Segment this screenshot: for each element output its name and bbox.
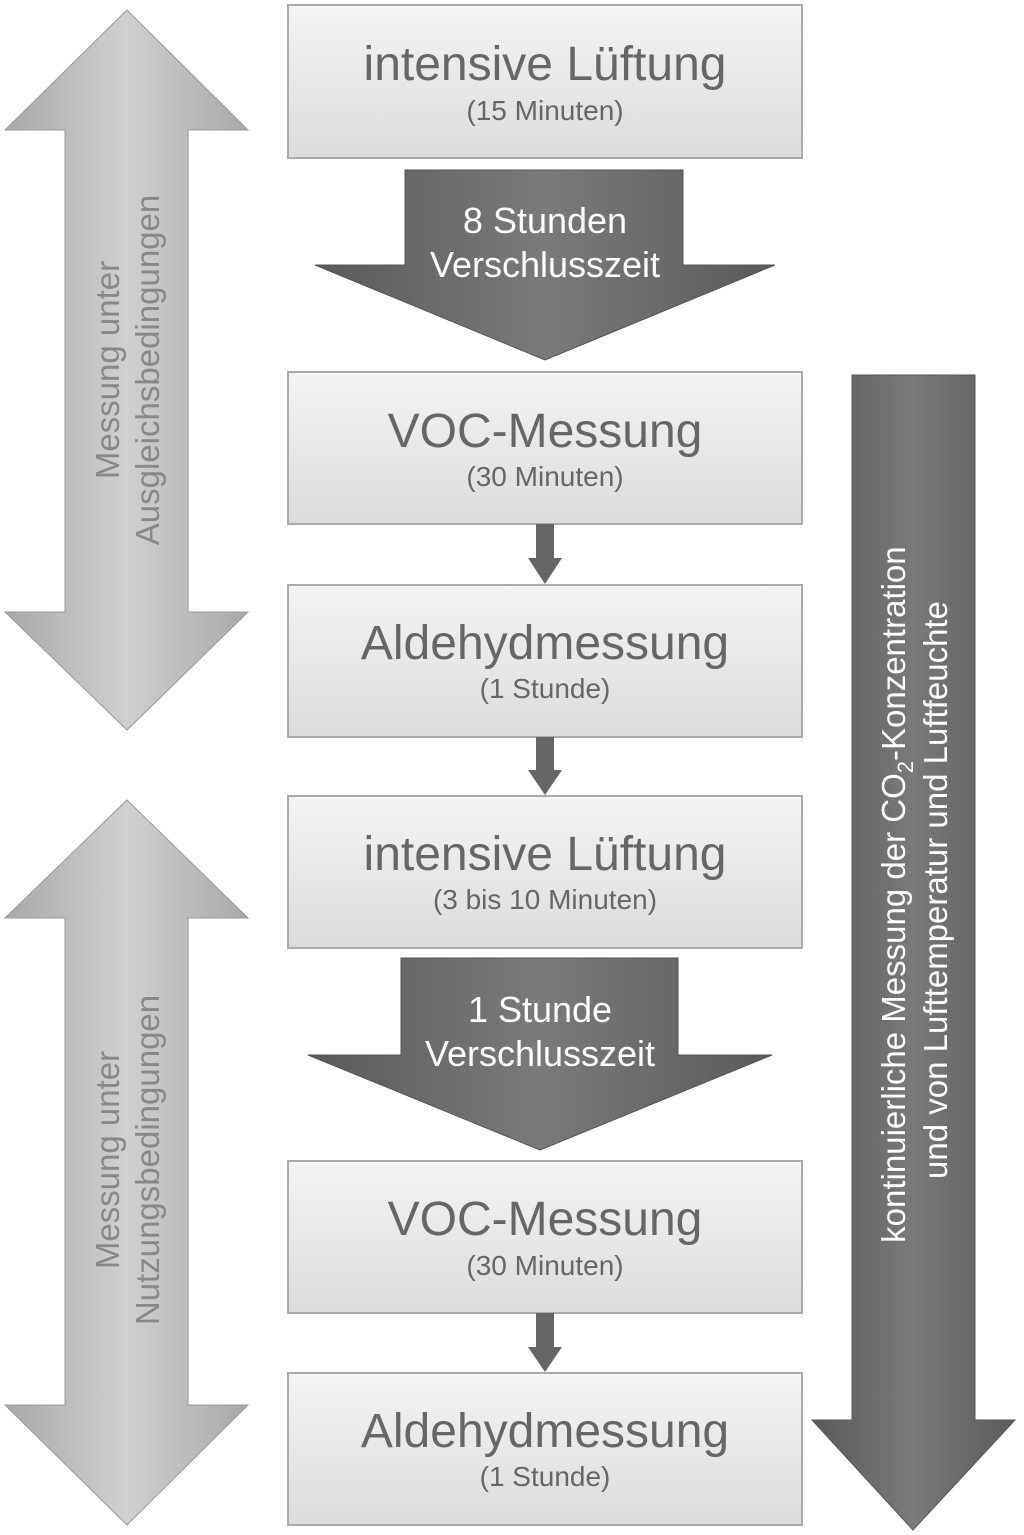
phase-arrow-usage [3,799,250,1526]
step-box-2: VOC-Messung(30 Minuten) [287,371,803,525]
step-box-1: intensive Lüftung (15 Minuten) [287,4,803,159]
svg-text:Aldehydmessung: Aldehydmessung [361,1405,729,1458]
step-box-4: intensive Lüftung(3 bis 10 Minuten) [287,795,803,949]
svg-text:VOC-Messung: VOC-Messung [388,405,703,458]
phase-label-equilibrium: Messung unterAusgleichsbedingungen [89,195,166,545]
svg-text:Verschlusszeit: Verschlusszeit [430,244,660,285]
continuous-measurement-arrow [810,374,1017,1531]
step-box-5: VOC-Messung (30 Minuten) [287,1160,803,1314]
svg-text:Aldehydmessung: Aldehydmessung [361,617,729,670]
svg-text:intensive Lüftung: intensive Lüftung [364,38,727,91]
svg-text:1 Stunde: 1 Stunde [468,989,612,1030]
svg-text:(30 Minuten): (30 Minuten) [466,461,623,492]
phase-label-usage: Messung unterNutzungsbedingungen [89,995,166,1325]
svg-text:8 Stunden: 8 Stunden [463,200,627,241]
svg-text:VOC-Messung: VOC-Messung [388,1193,703,1246]
svg-text:(3 bis 10 Minuten): (3 bis 10 Minuten) [433,884,657,915]
connector-arrow-3 [528,1313,562,1372]
svg-text:(30 Minuten): (30 Minuten) [466,1250,623,1281]
step-box-3: Aldehydmessung(1 Stunde) [287,584,803,738]
continuous-measurement-label: kontinuierliche Messung der CO2-Konzentr… [875,537,954,1243]
svg-text:(1 Stunde): (1 Stunde) [480,673,611,704]
svg-text:Verschlusszeit: Verschlusszeit [425,1033,655,1074]
svg-text:(1 Stunde): (1 Stunde) [480,1461,611,1492]
connector-arrow-1 [528,524,562,584]
phase-arrow-equilibrium [3,9,250,731]
step-box-6: Aldehydmessung(1 Stunde) [287,1372,803,1526]
svg-text:(15 Minuten): (15 Minuten) [466,95,623,126]
connector-arrow-2 [528,737,562,795]
svg-text:intensive Lüftung: intensive Lüftung [364,828,727,881]
